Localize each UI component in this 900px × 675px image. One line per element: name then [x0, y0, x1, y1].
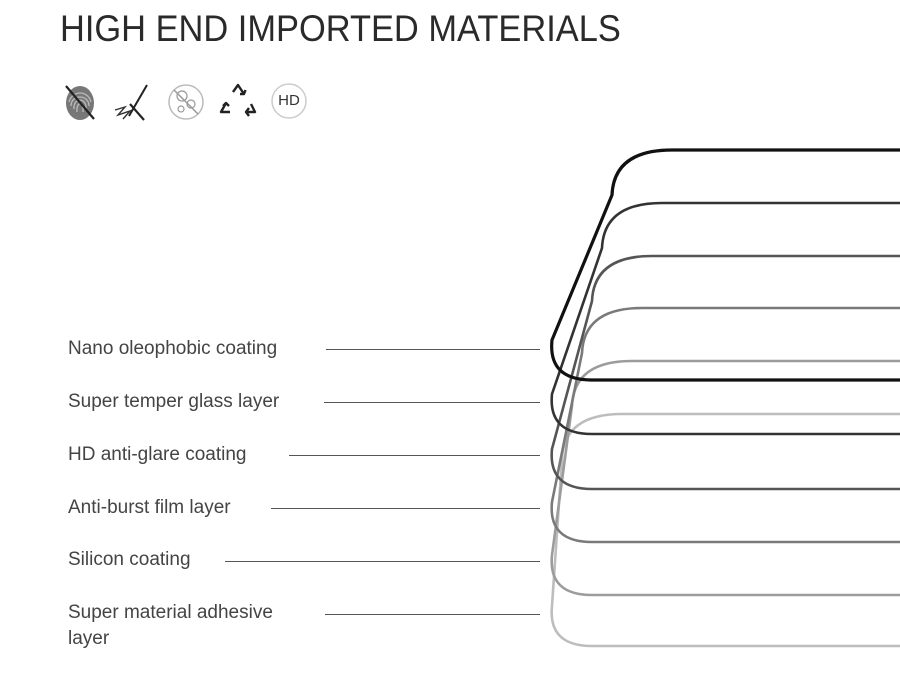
layer-outline-anti-glare: [550, 254, 900, 491]
leader-line-adhesive: [325, 614, 540, 615]
leader-line-anti-burst: [271, 508, 540, 509]
hd-icon-text: HD: [278, 92, 300, 109]
layer-label-silicon: Silicon coating: [68, 549, 191, 570]
layer-label-anti-burst: Anti-burst film layer: [68, 497, 231, 518]
layer-label-adhesive-line2: layer: [68, 628, 110, 649]
layer-outline-anti-burst: [550, 306, 900, 544]
leader-line-silicon: [225, 561, 540, 562]
layer-label-anti-glare: HD anti-glare coating: [68, 444, 247, 465]
layer-outline-glass: [550, 201, 900, 436]
layer-label-oleophobic: Nano oleophobic coating: [68, 338, 278, 359]
anti-bubble-icon: [168, 84, 204, 120]
leader-line-oleophobic: [326, 349, 540, 350]
hd-icon: HD: [270, 82, 310, 122]
scratch-knife-icon: [114, 84, 148, 121]
fingerprint-crossed-icon: [65, 85, 95, 120]
layer-outline-oleophobic: [550, 148, 900, 382]
layer-outline-silicon: [550, 359, 900, 597]
layer-outline-adhesive: [550, 412, 900, 648]
leader-line-anti-glare: [289, 455, 540, 456]
layer-label-adhesive: Super material adhesive: [68, 602, 273, 623]
leader-line-glass: [324, 402, 540, 403]
recycle-icon: [219, 83, 257, 117]
layer-label-glass: Super temper glass layer: [68, 391, 280, 412]
page-title: HIGH END IMPORTED MATERIALS: [60, 8, 621, 49]
